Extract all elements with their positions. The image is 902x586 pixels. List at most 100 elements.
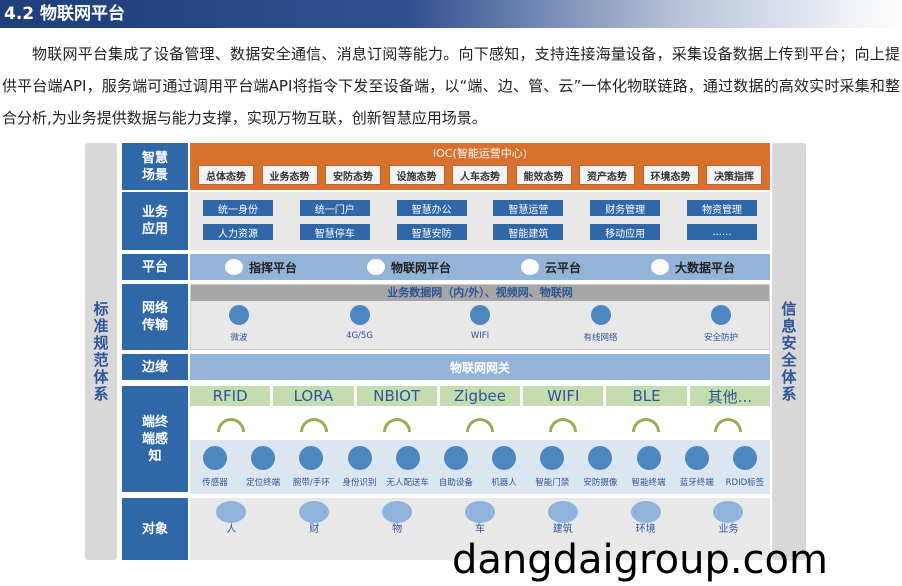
device-label: 智能门禁	[535, 478, 570, 488]
layer-label: 边缘	[141, 359, 168, 375]
object-icon	[299, 501, 330, 523]
network-item: 有线网络	[571, 305, 631, 343]
apps-panel: 统一身份 统一门户 智慧办公 智慧运营 财务管理 物资管理人力资源 智慧停车 智慧安防 智能建筑…	[190, 192, 770, 250]
network-icon	[711, 305, 731, 325]
ioc-item[interactable]: 设施态势	[388, 165, 445, 185]
object-icon	[464, 501, 495, 523]
platform-label: 大数据平台	[674, 260, 735, 275]
wireless-signal-icon	[383, 418, 412, 432]
device-icon	[251, 446, 276, 470]
device-item: 机器人	[481, 446, 527, 494]
layer-label-box: 端终端感知	[122, 386, 188, 492]
device-item: 无人配送车	[385, 446, 431, 494]
layer-label-box: 业务应用	[122, 192, 188, 250]
platform-item[interactable]: 云平台	[520, 259, 581, 276]
ioc-item[interactable]: 人车态势	[452, 165, 508, 185]
app-item[interactable]: 统一门户	[299, 200, 370, 216]
app-item[interactable]: 智慧停车	[299, 224, 370, 240]
device-label: 腕带/手环	[292, 478, 330, 488]
wireless-signal-icon	[300, 418, 329, 432]
layer-label: 网络传输	[141, 301, 168, 333]
ioc-panel: IOC(智能运营中心) 总体态势业务态势安防态势设施态势人车态势能效态势资产态势…	[190, 143, 770, 190]
device-label: 定位终端	[246, 478, 281, 488]
platform-icon	[650, 259, 669, 275]
network-item: 4G/5G	[330, 305, 390, 343]
device-item: 蓝牙终端	[674, 446, 720, 494]
layer-label: 平台	[141, 259, 168, 275]
ioc-item[interactable]: 环境态势	[642, 165, 699, 185]
platform-label: 指挥平台	[248, 260, 297, 275]
device-label: 蓝牙终端	[679, 478, 714, 488]
network-title: 业务数据网（内/外）、视频网、物联网	[191, 285, 769, 301]
device-item: 身份识别	[337, 446, 383, 494]
layer-label-box: 平台	[122, 254, 188, 280]
device-label: 无人配送车	[386, 478, 429, 488]
app-item[interactable]: 物资管理	[686, 200, 757, 216]
app-item[interactable]: ......	[686, 224, 757, 240]
objects-panel: 人财物车建筑环境业务	[190, 498, 770, 560]
layer-label-box: 智慧场景	[122, 143, 188, 190]
network-label: 安全防护	[703, 333, 738, 343]
object-label: 车	[474, 524, 485, 535]
protocol-item: 其他...	[689, 386, 770, 406]
device-item: 定位终端	[240, 446, 286, 494]
device-icon	[443, 446, 468, 470]
app-item[interactable]: 移动应用	[590, 224, 661, 240]
object-item: 业务	[705, 501, 751, 560]
network-label: 4G/5G	[346, 331, 373, 341]
app-item[interactable]: 智慧办公	[396, 200, 467, 216]
platform-item[interactable]: 物联网平台	[366, 259, 451, 276]
layer-label-box: 边缘	[122, 354, 188, 380]
app-item[interactable]: 财务管理	[590, 200, 661, 216]
ioc-item[interactable]: 安防态势	[325, 165, 381, 185]
app-item[interactable]: 智能建筑	[493, 224, 564, 240]
platform-item[interactable]: 大数据平台	[650, 259, 735, 276]
platform-label: 云平台	[544, 260, 581, 275]
platform-item[interactable]: 指挥平台	[224, 259, 297, 276]
platform-panel: 指挥平台 物联网平台 云平台 大数据平台	[190, 254, 770, 280]
device-label: 机器人	[491, 478, 517, 488]
security-system-bar: 信息安全体系	[772, 143, 806, 560]
layer-label: 对象	[141, 521, 168, 537]
device-item: 智能终端	[626, 446, 672, 494]
device-item: 传感器	[192, 446, 238, 494]
device-row: 传感器定位终端腕带/手环身份识别无人配送车自助设备机器人智能门禁安防摄像智能终端…	[190, 440, 770, 494]
object-item: 人	[208, 501, 254, 560]
object-item: 建筑	[540, 501, 586, 560]
object-icon	[713, 501, 744, 523]
protocol-item: WIFI	[523, 386, 604, 406]
device-icon	[636, 446, 661, 470]
protocol-item: RFID	[190, 386, 271, 406]
wireless-signal-icon	[714, 418, 743, 432]
object-label: 建筑	[552, 524, 573, 535]
device-label: 自助设备	[438, 478, 473, 488]
ioc-title: IOC(智能运营中心)	[432, 147, 528, 160]
layer-label-box: 网络传输	[122, 284, 188, 350]
app-item[interactable]: 统一身份	[203, 200, 273, 216]
standards-system-bar: 标准规范体系	[85, 143, 117, 560]
ioc-item[interactable]: 决策指挥	[706, 165, 762, 185]
ioc-item[interactable]: 业务态势	[261, 165, 318, 185]
object-item: 物	[374, 501, 420, 560]
watermark: dangdaigroup.com	[452, 537, 828, 583]
ioc-item[interactable]: 能效态势	[515, 165, 572, 185]
object-label: 环境	[635, 524, 656, 535]
app-item[interactable]: 人力资源	[203, 224, 273, 240]
layer-label: 端终端感知	[141, 414, 168, 464]
device-icon	[684, 446, 709, 470]
wireless-signal-icon	[548, 418, 577, 432]
wireless-signal-icon	[465, 418, 494, 432]
network-item: 微波	[209, 305, 269, 343]
device-icon	[588, 446, 613, 470]
app-item[interactable]: 智慧安防	[396, 224, 467, 240]
device-label: 身份识别	[342, 478, 377, 488]
device-item: 腕带/手环	[288, 446, 334, 494]
network-icon	[229, 305, 249, 325]
ioc-item[interactable]: 资产态势	[579, 165, 635, 185]
network-item: 安全防护	[691, 305, 751, 343]
device-label: RDID标签	[725, 478, 765, 488]
ioc-item[interactable]: 总体态势	[198, 165, 254, 185]
app-item[interactable]: 智慧运营	[493, 200, 564, 216]
edge-gateway: 物联网网关	[190, 354, 770, 380]
